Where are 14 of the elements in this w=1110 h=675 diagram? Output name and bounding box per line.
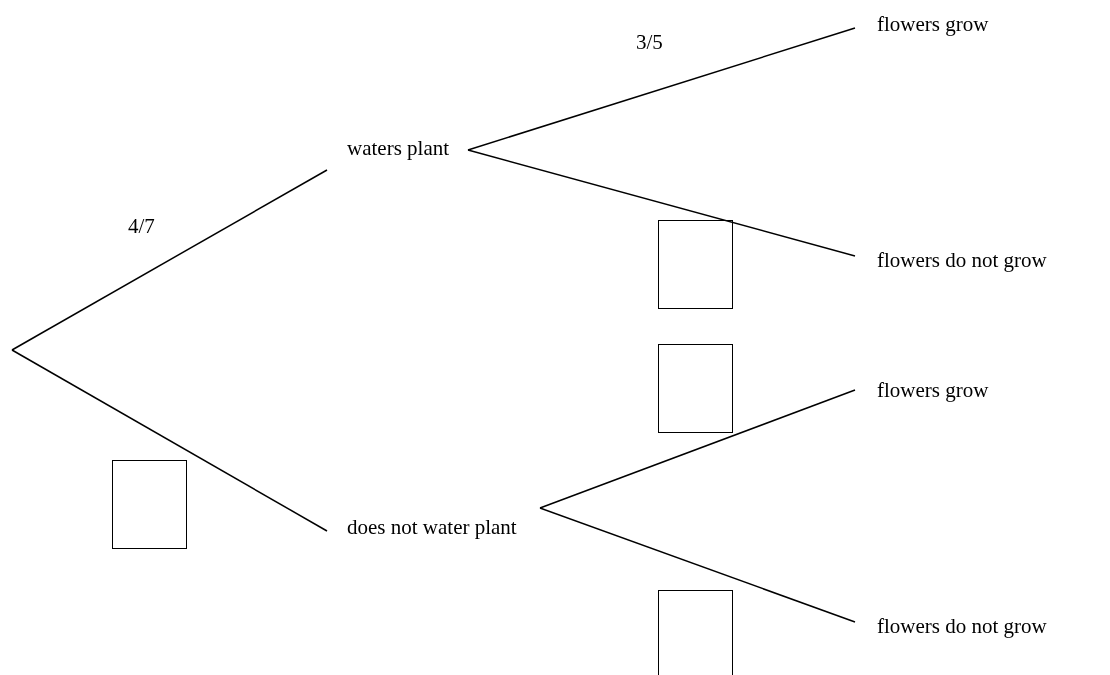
branch-line — [467, 27, 856, 151]
branch-line — [11, 169, 328, 351]
branch-line — [467, 149, 856, 257]
outcome-label: flowers grow — [877, 377, 990, 404]
branch-line — [539, 507, 856, 623]
edge-label: 3/5 — [636, 30, 663, 54]
branch-line — [11, 349, 328, 532]
outcome-label: does not water plant — [347, 514, 518, 541]
edge-label: 4/7 — [128, 214, 155, 238]
outcome-label: flowers grow — [877, 11, 990, 38]
outcome-label: flowers do not grow — [877, 613, 1048, 640]
outcome-label: waters plant — [347, 135, 451, 162]
branch-line — [539, 389, 856, 509]
outcome-label: flowers do not grow — [877, 247, 1048, 274]
